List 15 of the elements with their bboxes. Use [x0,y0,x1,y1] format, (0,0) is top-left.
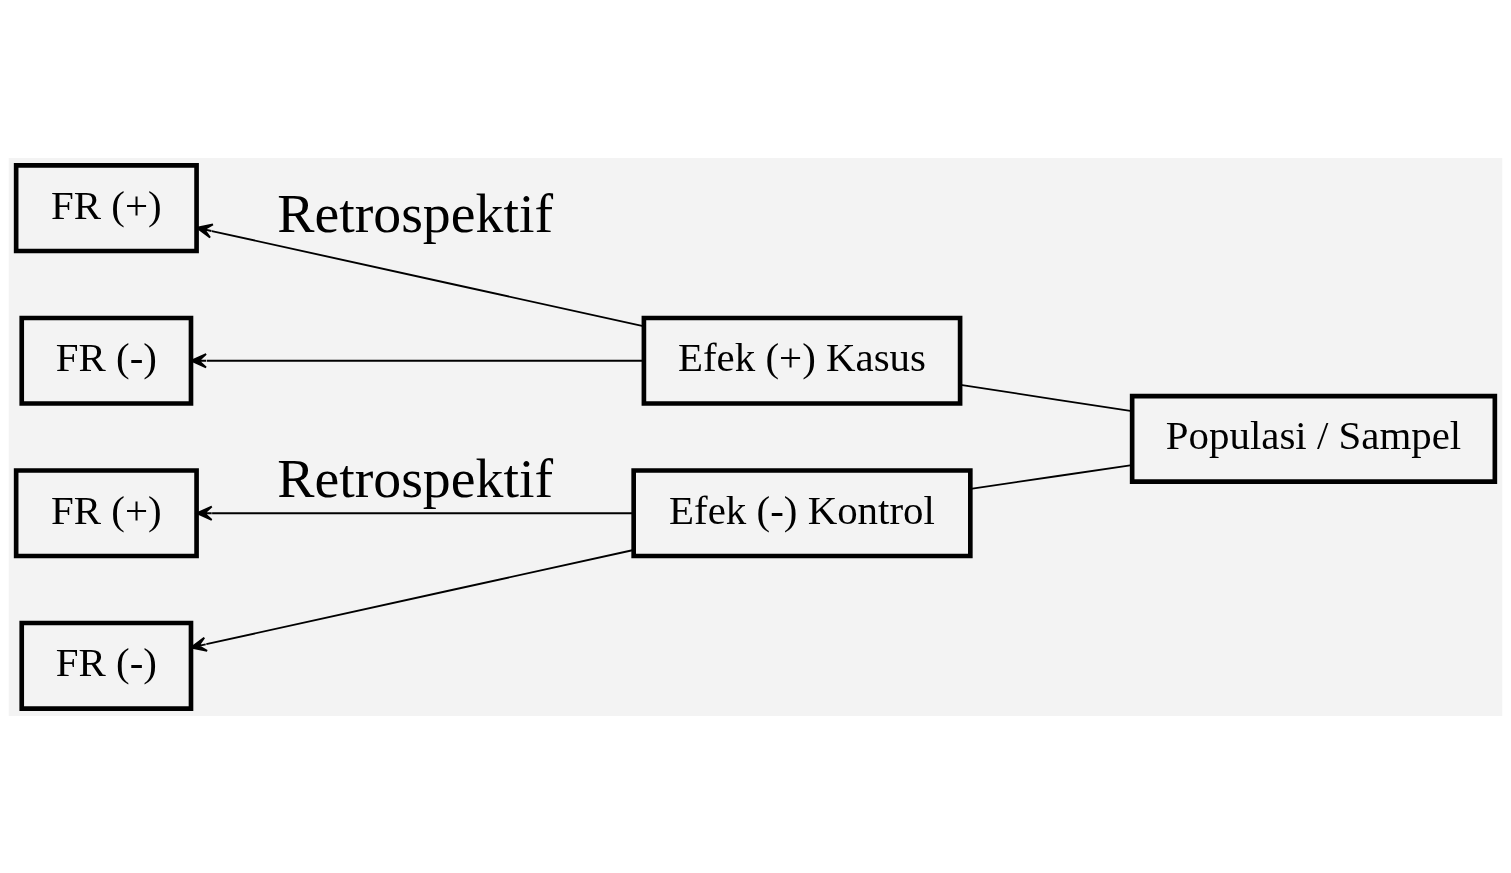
arrow [195,505,635,521]
arrow [196,223,645,327]
node-box: FR (+) [13,162,199,253]
connector [969,463,1133,490]
edge-label: Retrospektif [277,446,554,509]
node-box: Efek (-) Kontrol [631,467,973,558]
node-box: FR (+) [13,467,199,558]
node-box: FR (-) [19,620,194,711]
connector [959,383,1133,412]
node-box: Efek (+) Kasus [641,315,963,406]
node-box: Populasi / Sampel [1129,393,1498,484]
arrow [190,548,635,652]
node-box: FR (-) [19,315,194,406]
arrow [190,352,645,368]
edge-label: Retrospektif [277,181,554,244]
